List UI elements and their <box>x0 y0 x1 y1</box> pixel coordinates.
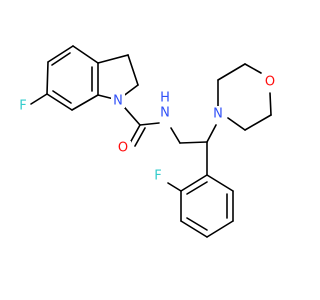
bond <box>127 54 139 86</box>
bond <box>46 93 73 111</box>
bond <box>129 124 141 144</box>
bond <box>97 54 129 64</box>
atom-n-amide: N <box>160 106 170 121</box>
bond <box>180 220 208 238</box>
bond <box>206 220 234 238</box>
bond <box>134 127 146 147</box>
bond <box>180 174 208 192</box>
bond <box>244 114 272 131</box>
bond <box>217 63 246 81</box>
bond <box>244 63 262 74</box>
bond <box>186 181 208 195</box>
bond <box>167 182 182 192</box>
atom-o-morpholine: O <box>265 75 275 90</box>
atom-n-indoline: N <box>113 94 123 109</box>
atom-f-indoline: F <box>19 99 26 114</box>
atom-h-amide: H <box>160 91 170 106</box>
bond <box>52 90 72 104</box>
bond <box>72 45 99 64</box>
bond <box>46 61 49 95</box>
molecule-diagram: F N O N H N O F <box>16 45 278 238</box>
bond <box>227 117 246 131</box>
bond <box>186 217 208 231</box>
bonds <box>30 45 272 238</box>
bond <box>179 141 208 144</box>
bond <box>47 45 74 63</box>
bond <box>206 124 217 143</box>
atom-n-morpholine: N <box>213 107 223 122</box>
atom-o-carbonyl: O <box>118 141 128 156</box>
bond <box>269 92 272 116</box>
bond <box>170 127 181 144</box>
bond <box>139 122 160 126</box>
atom-f-phenyl: F <box>154 169 161 184</box>
bond <box>71 94 99 111</box>
atom-labels: F N O N H N O F <box>16 75 278 184</box>
bond <box>30 93 48 105</box>
bond <box>206 174 234 192</box>
bond <box>51 52 71 66</box>
